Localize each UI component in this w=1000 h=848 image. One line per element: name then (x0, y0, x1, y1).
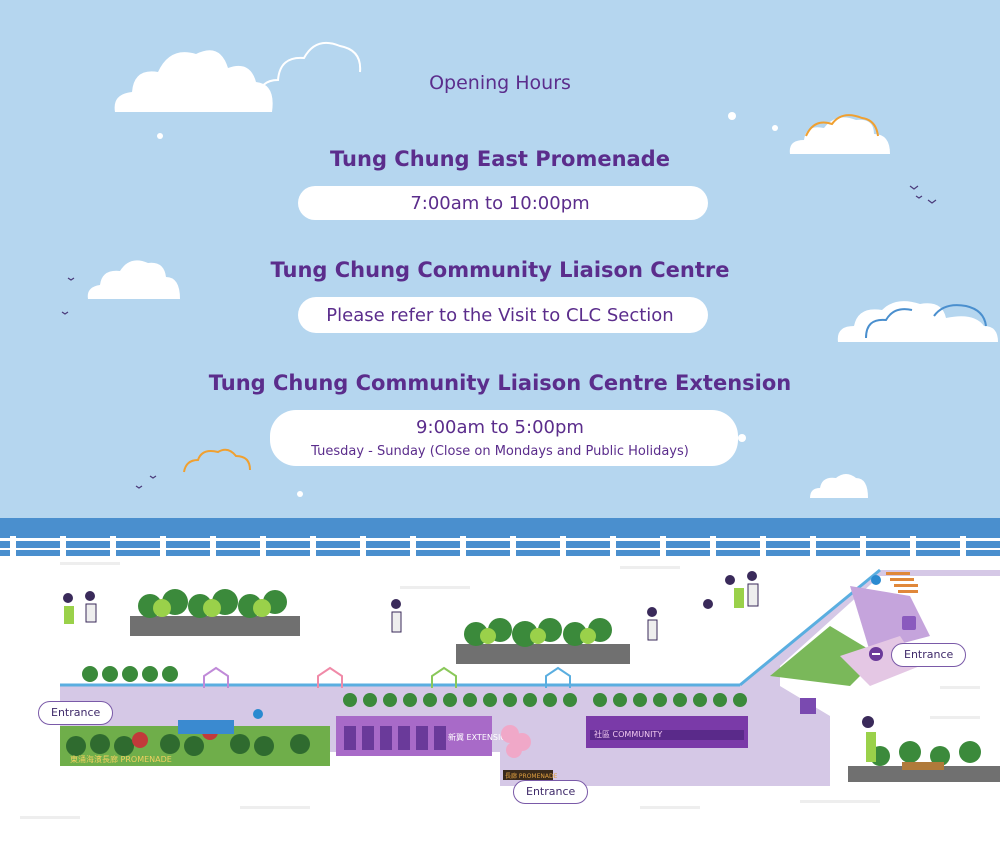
venue-title-clc: Tung Chung Community Liaison Centre (270, 258, 730, 282)
hours-banner-promenade (298, 186, 708, 220)
hours-banner-clc-extension (270, 410, 738, 466)
cloud-outline-illustration (257, 42, 362, 99)
planter-bed (130, 589, 300, 636)
hours-banner-clc (298, 297, 708, 333)
venue-title-promenade: Tung Chung East Promenade (330, 147, 670, 171)
bench-illustration (902, 762, 944, 770)
page-title: Opening Hours (429, 72, 571, 94)
entrance-label-south: Entrance (513, 780, 589, 804)
hours-clc-extension: 9:00am to 5:00pm (416, 417, 584, 438)
cloud-illustration (789, 114, 890, 154)
cloud-outline-illustration (183, 448, 251, 473)
cloud-illustration (810, 474, 868, 498)
entrance-label-west: Entrance (38, 701, 114, 725)
birds-illustration (61, 112, 937, 497)
entrance-label-east: Entrance (891, 643, 967, 667)
green-lawn (770, 626, 880, 686)
cloud-illustration (114, 50, 273, 112)
planter-bed (848, 741, 1000, 782)
railing-illustration (0, 536, 1000, 556)
promenade-sign-small: 長廊 PROMENADE (505, 772, 558, 780)
promenade-sign-left: 東涌海濱長廊 PROMENADE (70, 754, 172, 764)
info-icon (253, 709, 263, 719)
hours-promenade: 7:00am to 10:00pm (410, 193, 590, 214)
community-sign: 社區 COMMUNITY (594, 729, 662, 739)
promenade-map: 東涌海濱長廊 PROMENADE 新翼 EXTENSION 社區 COMMUNI… (20, 562, 1000, 819)
planter-bed (456, 618, 630, 664)
hours-clc: Please refer to the Visit to CLC Section (326, 305, 674, 326)
accessible-icon (902, 616, 916, 630)
restroom-icon (800, 698, 816, 714)
info-icon (871, 575, 881, 585)
extension-sign: 新翼 EXTENSION (448, 732, 513, 742)
people-illustration (63, 571, 876, 762)
hours-note-clc-extension: Tuesday - Sunday (Close on Mondays and P… (311, 444, 689, 459)
cloud-illustration (837, 301, 998, 342)
cloud-illustration (87, 260, 180, 299)
tree-row (82, 666, 747, 707)
venue-title-clc-extension: Tung Chung Community Liaison Centre Exte… (208, 371, 792, 395)
